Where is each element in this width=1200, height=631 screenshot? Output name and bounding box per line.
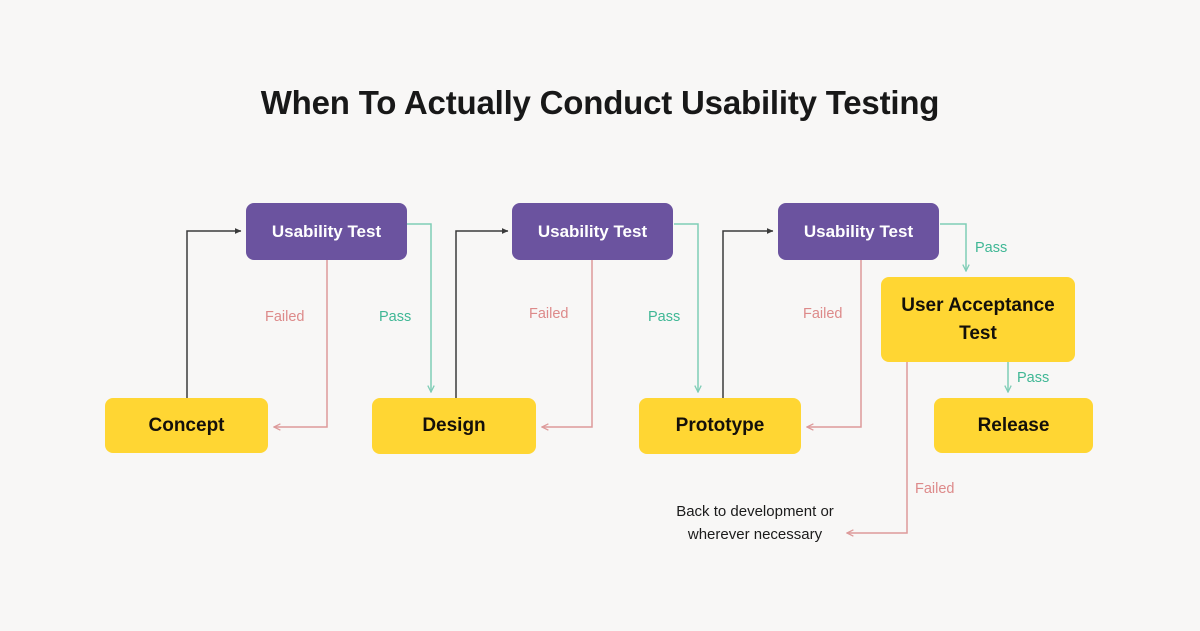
node-usability-test-3-label: Usability Test (803, 221, 914, 241)
edge-usability-test-3-failed-to-prototype (807, 260, 862, 427)
node-release-label: Release (977, 414, 1050, 436)
edge-usability-test-2-failed-to-design (542, 260, 593, 427)
node-concept[interactable]: Concept (105, 398, 268, 453)
note-back-to-development-line2: wherever necessary (687, 526, 823, 544)
node-usability-test-1[interactable]: Usability Test (246, 203, 407, 260)
edge-label-failed-2: Failed (529, 306, 569, 322)
node-design[interactable]: Design (372, 398, 536, 454)
note-back-to-development: Back to development or wherever necessar… (655, 500, 855, 547)
page-title: When To Actually Conduct Usability Testi… (260, 84, 940, 121)
node-design-label: Design (422, 415, 486, 436)
node-usability-test-3[interactable]: Usability Test (778, 203, 939, 260)
edge-design-to-usability-test-2 (455, 228, 509, 398)
note-back-to-development-line1: Back to development or (676, 503, 834, 520)
edge-label-pass-1: Pass (379, 309, 412, 325)
edge-usability-test-2-pass-to-prototype (674, 223, 698, 392)
node-concept-label: Concept (148, 414, 225, 436)
edge-label-pass-3: Pass (975, 240, 1008, 256)
edge-label-pass-2: Pass (648, 309, 681, 325)
edge-usability-test-1-pass-to-design (407, 223, 431, 392)
node-user-acceptance-test[interactable]: User Acceptance Test (881, 277, 1075, 362)
node-prototype-label: Prototype (675, 415, 765, 436)
edge-concept-to-usability-test-1 (186, 228, 242, 398)
node-release[interactable]: Release (934, 398, 1093, 453)
node-prototype[interactable]: Prototype (639, 398, 801, 454)
edge-usability-test-3-pass-to-user-acceptance-test (940, 223, 966, 271)
node-user-acceptance-test-label-line1: User Acceptance (901, 294, 1055, 316)
edge-label-failed-4: Failed (915, 481, 955, 497)
node-user-acceptance-test-label-line2: Test (959, 322, 997, 344)
edge-usability-test-1-failed-to-concept (274, 260, 328, 427)
edge-label-failed-1: Failed (265, 309, 305, 325)
node-usability-test-1-label: Usability Test (271, 221, 382, 241)
edge-label-failed-3: Failed (803, 306, 843, 322)
node-usability-test-2-label: Usability Test (537, 221, 648, 241)
edge-label-pass-4: Pass (1017, 370, 1050, 386)
node-usability-test-2[interactable]: Usability Test (512, 203, 673, 260)
edge-prototype-to-usability-test-3 (722, 228, 774, 398)
edge-user-acceptance-test-failed-to-note (847, 362, 908, 533)
